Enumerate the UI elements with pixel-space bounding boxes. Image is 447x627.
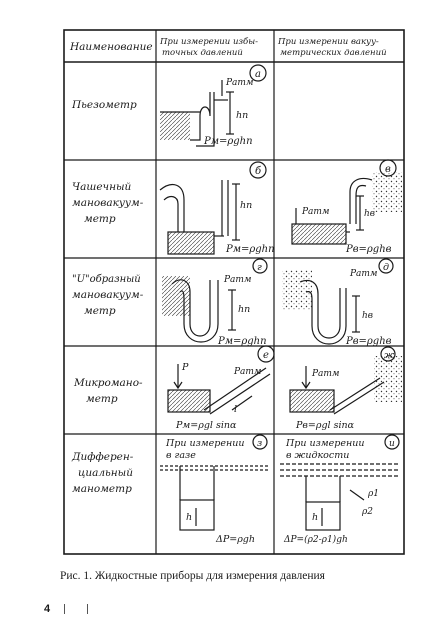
diagram-label-a: а [255, 69, 261, 80]
row-names: Пьезометр Чашечный мановакуум- метр "U"о… [71, 99, 144, 495]
diagram-cup-gas [159, 161, 267, 255]
labels-diff-gas: з При измерении в газе h ΔP=ρgh [165, 438, 262, 545]
row-name-cup-line1: Чашечный [72, 181, 132, 193]
formula-micro-pm: Pм=ρgl sinα [175, 420, 237, 431]
formula-diffl-rho2: ρ2 [361, 507, 373, 517]
formula-u-hp: hп [238, 304, 250, 315]
table-grid [63, 29, 405, 555]
formula-uv-pv: Pв=ρghв [345, 336, 392, 347]
labels-diff-liquid: и При измерении в жидкости h ρ1 ρ2 ΔP=(ρ… [283, 438, 395, 545]
labels-cup-gas: б hп Pм=ρghп [225, 166, 275, 255]
row-name-u-line1: "U"образный [72, 274, 141, 285]
diagram-piezometer [160, 64, 267, 147]
header-vacuum: При измерении вакуу- метрических давлени… [277, 37, 387, 58]
diagram-label-v: в [385, 164, 391, 175]
row-name-u-line2: мановакуум- [72, 289, 144, 301]
labels-piezometer: а Pатм hп Pм=ρghп [203, 69, 261, 147]
row-name-cup-line3: метр [84, 213, 116, 225]
row-name-micro-line1: Микромано- [73, 377, 143, 389]
formula-diffl-rho1: ρ1 [367, 489, 379, 499]
diagram-label-i: и [389, 439, 395, 449]
labels-micro-gas: е P Pатм l Pм=ρgl sinα [175, 350, 269, 431]
row-name-piezometer: Пьезометр [71, 99, 137, 111]
table-header: Наименование При измерении избы- точных … [69, 36, 387, 58]
formula-micro-l: l [234, 404, 237, 415]
formula-cup-hp: hп [240, 200, 252, 211]
formula-hp: hп [236, 110, 248, 121]
diagram-label-g: г [257, 262, 262, 273]
diagram-cup-vacuum [291, 159, 402, 245]
formula-microv-pv: Pв=ρgl sinα [295, 420, 355, 431]
formula-cup-pm: Pм=ρghп [225, 244, 275, 255]
scan-mark [64, 604, 88, 614]
diagram-diff-liquid [280, 434, 400, 531]
formula-micro-patm: Pатм [233, 367, 261, 377]
formula-patm: Pатм [225, 78, 253, 88]
page-number: 4 [44, 603, 51, 615]
formula-u-pm: Pм=ρghп [217, 336, 267, 347]
formula-diffl-h: h [312, 512, 318, 523]
labels-cup-vacuum: в Pатм hв Pв=ρghв [301, 164, 392, 255]
formula-pm: Pм=ρghп [203, 136, 253, 147]
formula-diff-dp: ΔP=ρgh [215, 534, 255, 545]
formula-cupv-pv: Pв=ρghв [345, 244, 392, 255]
formula-uv-patm: Pатм [349, 269, 377, 279]
diagram-micro-gas [167, 345, 275, 415]
formula-uv-hv: hв [362, 311, 373, 321]
diagram-label-zh: ж [384, 351, 395, 361]
diagram-label-e: е [263, 350, 269, 361]
diagram-u-gas [162, 258, 268, 343]
labels-u-gas: г Pатм hп Pм=ρghп [217, 262, 267, 347]
diagram-label-d: д [383, 262, 389, 273]
diff-liquid-title-1: При измерении [285, 438, 365, 449]
row-name-micro-line2: метр [86, 393, 118, 405]
formula-micro-p: P [181, 362, 189, 373]
figure-caption: Рис. 1. Жидкостные приборы для измерения… [60, 570, 325, 582]
formula-u-patm: Pатм [223, 275, 251, 285]
formula-cupv-hv: hв [364, 209, 375, 219]
diff-gas-title-2: в газе [166, 450, 196, 461]
formula-diffl-dp: ΔP=(ρ2-ρ1)gh [283, 534, 348, 545]
header-name: Наименование [69, 41, 153, 53]
formula-diff-h: h [186, 512, 192, 523]
diagram-u-vacuum [282, 258, 394, 345]
diagram-label-z: з [257, 438, 262, 449]
formula-microv-patm: Pатм [311, 369, 339, 379]
diagram-label-b: б [255, 166, 262, 177]
row-name-diff-line3: манометр [72, 483, 132, 495]
labels-u-vacuum: д Pатм hв Pв=ρghв [345, 262, 392, 347]
row-name-u-line3: метр [84, 305, 116, 317]
row-name-cup-line2: мановакуум- [72, 197, 144, 209]
diff-liquid-title-2: в жидкости [286, 450, 349, 461]
diagram-diff-gas [160, 434, 270, 531]
row-name-diff-line2: циальный [78, 467, 133, 479]
diagram-micro-vacuum [289, 346, 402, 415]
header-gas: При измерении избы- точных давлений [159, 36, 261, 58]
row-name-diff-line1: Дифферен- [71, 451, 134, 463]
formula-cupv-patm: Pатм [301, 207, 329, 217]
diff-gas-title-1: При измерении [165, 438, 245, 449]
labels-micro-vacuum: ж Pатм Pв=ρgl sinα [295, 351, 395, 431]
